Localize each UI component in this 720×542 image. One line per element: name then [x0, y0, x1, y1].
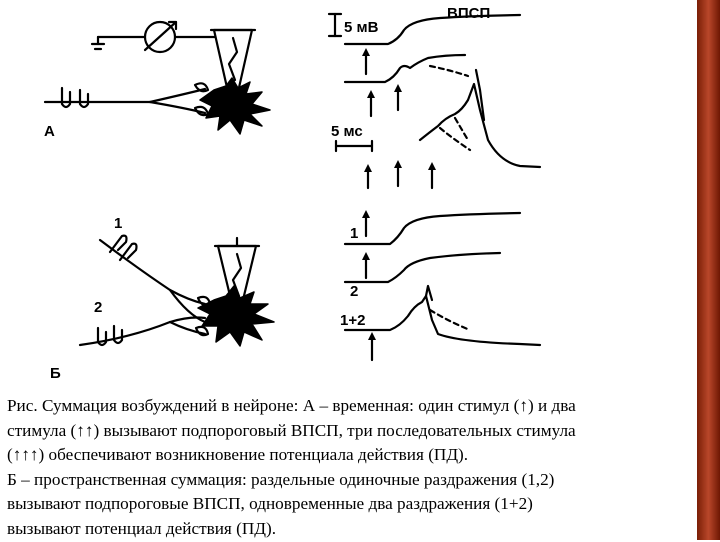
trace-a-double — [343, 53, 470, 118]
stimulating-electrode-b1 — [108, 234, 138, 262]
trace-b-1plus2 — [343, 284, 542, 362]
figure-caption: Рис. Суммация возбуждений в нейроне: А –… — [0, 388, 697, 540]
axon-b2 — [78, 316, 210, 347]
stim-arrow — [394, 84, 402, 92]
stimulating-electrode-b2 — [96, 324, 124, 347]
stim-arrow — [367, 90, 375, 98]
stim-arrow — [362, 48, 370, 56]
caption-line: Б – пространственная суммация: раздельны… — [7, 469, 555, 489]
panel-a-label: А — [44, 123, 55, 140]
time-scale-bar — [334, 139, 374, 153]
stim-arrow — [368, 332, 376, 340]
neuron-summation-figure: А Б 5 мВ ВПСП 5 мс 1 2 1 2 1+2 — [43, 5, 542, 382]
stimulus-2-label: 2 — [94, 299, 102, 316]
stimulus-1-label: 1 — [114, 215, 122, 232]
caption-line: вызывают потенциал действия (ПД). — [7, 518, 276, 538]
trace-b-1 — [343, 211, 522, 246]
panel-b-label: Б — [50, 365, 61, 382]
caption-line: (↑↑↑) обеспечивают возникновение потенци… — [7, 445, 469, 465]
caption-line: Рис. Суммация возбуждений в нейроне: А –… — [7, 396, 576, 415]
stim-arrow — [428, 162, 436, 170]
stim-arrow — [362, 210, 370, 218]
axon-b1 — [98, 238, 212, 324]
caption-line: стимула (↑↑) вызывают подпороговый ВПСП,… — [7, 420, 576, 440]
neuron-body-a — [199, 77, 271, 135]
decorative-side-bar — [697, 0, 720, 540]
caption-line: вызывают подпороговые ВПСП, одновременны… — [7, 494, 533, 514]
axon-a — [43, 82, 210, 117]
voltage-scale-bar — [327, 12, 343, 38]
trace-a-triple — [366, 68, 542, 190]
trace-1plus2-label: 1+2 — [340, 312, 365, 329]
stim-arrow — [362, 252, 370, 260]
ground-symbol — [90, 35, 147, 51]
time-scale-label: 5 мс — [331, 123, 363, 140]
stim-arrow — [364, 164, 372, 172]
neuron-body-b — [197, 285, 275, 347]
voltmeter-icon — [143, 20, 217, 54]
stim-arrow — [394, 160, 402, 168]
trace-2-label: 2 — [350, 283, 358, 300]
epsp-label: ВПСП — [447, 5, 490, 22]
trace-1-label: 1 — [350, 225, 358, 242]
stimulating-electrode-a — [60, 86, 90, 109]
voltage-scale-label: 5 мВ — [344, 19, 379, 36]
